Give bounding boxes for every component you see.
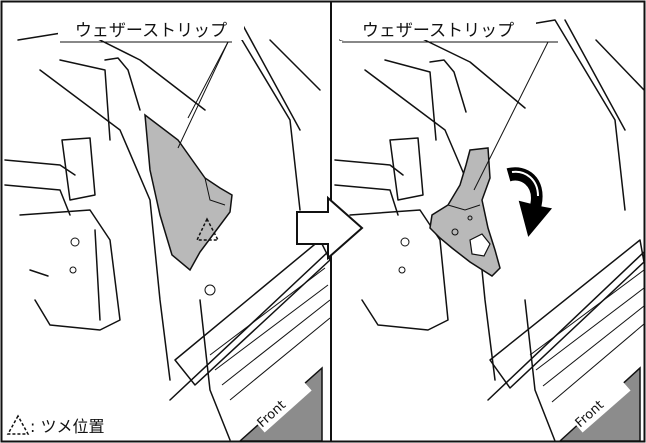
callout-label-right: ウェザーストリップ xyxy=(362,21,514,41)
callout-label-left: ウェザーストリップ xyxy=(75,21,227,41)
right-panel: ウェザーストリップ Front xyxy=(334,18,645,442)
legend-text: : ツメ位置 xyxy=(30,417,104,436)
triangle-clip-icon xyxy=(195,217,220,241)
right-arrow-icon xyxy=(296,195,364,261)
legend-triangle-icon xyxy=(6,414,30,435)
left-panel: ウェザーストリップ : ツメ位置 Front xyxy=(4,18,331,442)
curved-arrow-icon xyxy=(505,166,554,240)
clip-hole xyxy=(469,233,491,257)
